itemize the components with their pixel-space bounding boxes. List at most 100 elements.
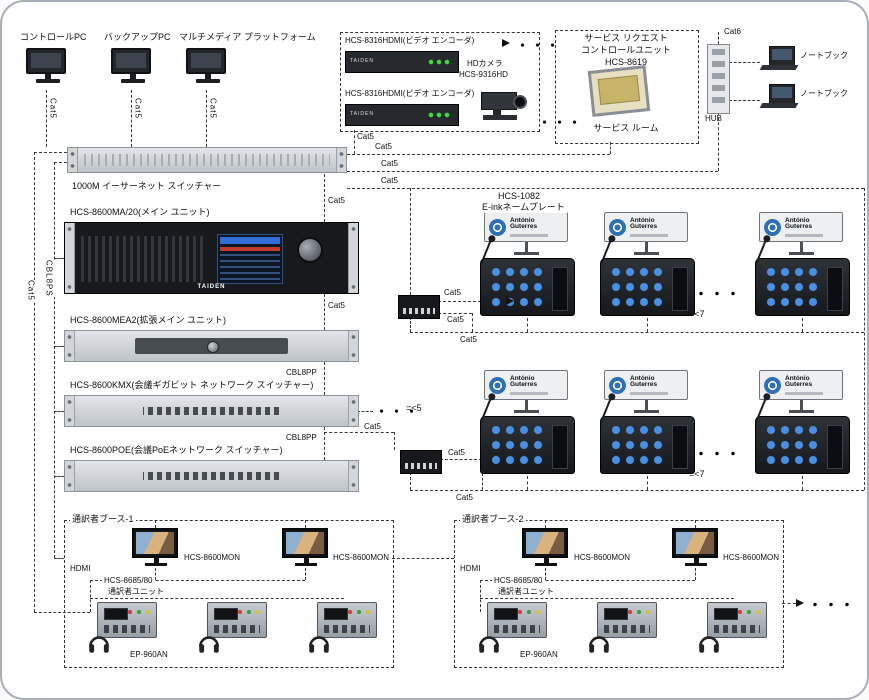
cable-line bbox=[410, 317, 411, 332]
cable-line bbox=[347, 188, 864, 189]
monitor-screen bbox=[522, 528, 568, 558]
cable-line bbox=[392, 558, 454, 559]
port-strip bbox=[135, 468, 288, 484]
nameplate-stand bbox=[800, 400, 803, 410]
camera-head bbox=[481, 92, 517, 110]
console-screen bbox=[552, 267, 568, 311]
cable-line bbox=[480, 580, 481, 612]
pc-screen bbox=[186, 48, 226, 74]
conference-terminal: António Guterres bbox=[600, 370, 695, 476]
cable-line bbox=[647, 476, 648, 490]
laptop-icon bbox=[759, 46, 799, 76]
nameplate: António Guterres bbox=[759, 370, 843, 400]
cable-line bbox=[347, 154, 610, 155]
cable-line bbox=[438, 313, 472, 314]
monitor-label: HCS-8600MON bbox=[721, 553, 782, 563]
microphone-icon bbox=[755, 239, 767, 265]
notebook-label: ノートブック bbox=[800, 89, 848, 98]
cable-line bbox=[54, 162, 55, 558]
monitor-stand bbox=[153, 558, 159, 563]
cable-line bbox=[46, 90, 47, 147]
nameplate-base bbox=[634, 252, 659, 255]
hd-camera-icon bbox=[479, 86, 527, 122]
conference-console bbox=[755, 239, 850, 316]
cable-line bbox=[802, 318, 803, 332]
cat5-label: Cat5 bbox=[48, 98, 58, 119]
main-unit-display bbox=[217, 234, 283, 284]
rack-ear bbox=[65, 223, 75, 293]
headphones-icon bbox=[306, 630, 332, 656]
backup-pc-label: バックアップPC bbox=[104, 32, 171, 42]
camera-base bbox=[483, 115, 517, 120]
console-screen bbox=[552, 425, 568, 469]
interpreter-unit-label-2: 通訳者ユニット bbox=[496, 587, 556, 597]
laptop-screen bbox=[769, 84, 795, 104]
cable-line bbox=[305, 520, 306, 528]
console-screen bbox=[827, 267, 843, 311]
cable-line bbox=[324, 432, 394, 433]
cable-line bbox=[610, 142, 611, 154]
console-display bbox=[714, 608, 738, 620]
taiden-logo: TAIDEN bbox=[350, 111, 374, 117]
cbl8pp-label: CBL8PP bbox=[286, 433, 317, 442]
status-leds bbox=[428, 112, 452, 118]
nameplate-subtitle-bar bbox=[630, 233, 668, 237]
cable-line bbox=[438, 301, 506, 302]
monitor-stand bbox=[693, 558, 699, 563]
rack-ear bbox=[65, 396, 75, 426]
cable-line bbox=[527, 476, 528, 490]
poe-device bbox=[64, 460, 359, 492]
cable-line bbox=[440, 459, 482, 460]
microphone-icon bbox=[480, 239, 492, 265]
monitor-label: HCS-8600MON bbox=[331, 553, 392, 563]
control-pc-label: コントロールPC bbox=[20, 32, 87, 42]
rack-ear bbox=[336, 148, 346, 172]
console-keys bbox=[324, 625, 370, 633]
pc-stand bbox=[205, 74, 211, 79]
cable-line bbox=[324, 427, 325, 460]
cat5-label: Cat5 bbox=[458, 335, 479, 345]
nameplate-name: António Guterres bbox=[785, 374, 813, 388]
keypad bbox=[765, 266, 821, 310]
un-emblem-icon bbox=[609, 376, 626, 394]
arrow-right-icon bbox=[796, 599, 808, 607]
cable-line bbox=[729, 62, 760, 63]
console-display bbox=[104, 608, 128, 620]
nameplate-base bbox=[789, 252, 814, 255]
nameplate-subtitle-bar bbox=[510, 391, 548, 395]
cable-line bbox=[718, 32, 719, 44]
console-keys bbox=[714, 625, 760, 633]
conference-console bbox=[600, 239, 695, 316]
nameplate-stand bbox=[800, 242, 803, 252]
cable-line bbox=[347, 171, 718, 172]
nameplate: António Guterres bbox=[604, 212, 688, 242]
pc-screen bbox=[111, 48, 151, 74]
status-leds bbox=[428, 59, 452, 65]
monitor-screen bbox=[282, 528, 328, 558]
cable-line bbox=[472, 313, 473, 332]
conference-console bbox=[755, 397, 850, 474]
console-display bbox=[604, 608, 628, 620]
laptop-keyboard bbox=[759, 65, 799, 70]
laptop-keyboard bbox=[759, 103, 799, 108]
max7-label: =<7 bbox=[689, 469, 705, 479]
interpreter-unit-label-2: 通訳者ユニット bbox=[106, 587, 166, 597]
hdmi-label: HDMI bbox=[68, 564, 93, 574]
service-label-1: サービス リクエスト bbox=[584, 33, 668, 43]
cable-line bbox=[480, 580, 695, 581]
service-unit-screen bbox=[597, 74, 641, 106]
cat5-label: Cat5 bbox=[454, 493, 475, 503]
cable-line bbox=[357, 411, 373, 412]
conference-console bbox=[600, 397, 695, 474]
headphone-label: EP-960AN bbox=[128, 650, 170, 660]
main-unit-device: TAIDEN bbox=[64, 222, 359, 294]
rack-ear bbox=[348, 396, 358, 426]
cat5-label: Cat5 bbox=[357, 132, 374, 141]
rack-vents bbox=[81, 236, 205, 282]
microphone-icon bbox=[600, 239, 612, 265]
mea2-device bbox=[64, 330, 359, 362]
panel-knob bbox=[206, 341, 219, 353]
camera-label-1: HDカメラ bbox=[467, 59, 503, 68]
cat5-label: Cat5 bbox=[381, 176, 398, 185]
